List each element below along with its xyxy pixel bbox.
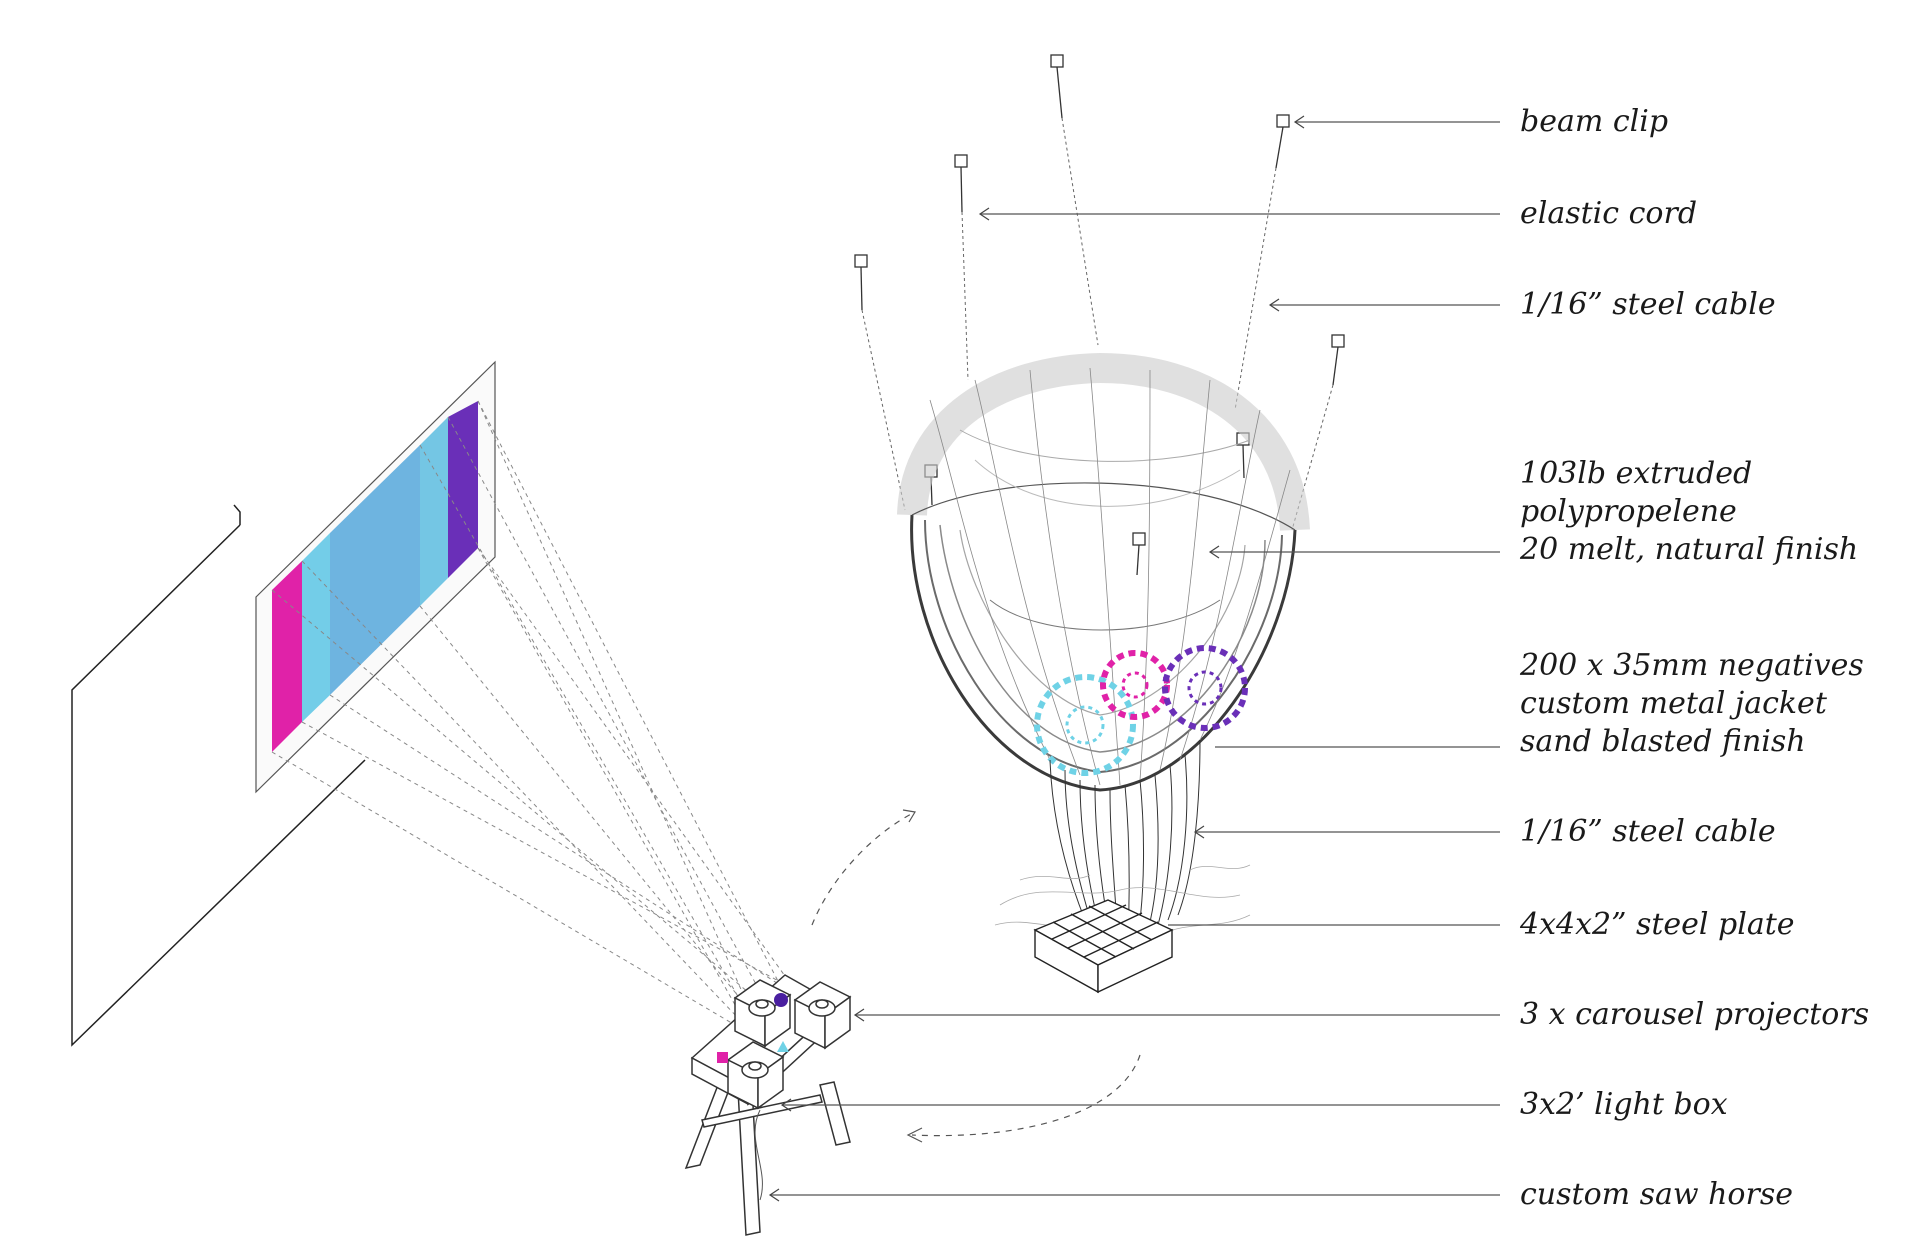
label-light-box: 3x2’ light box <box>1520 1087 1728 1122</box>
label-negatives-line3: sand blasted finish <box>1520 724 1806 759</box>
projected-image <box>272 401 478 752</box>
label-polypropylene-line2: polypropelene <box>1520 494 1737 529</box>
bowl-fibers <box>929 367 1291 786</box>
label-elastic-cord: elastic cord <box>1520 196 1698 231</box>
polypropylene-bowl <box>897 352 1310 792</box>
label-polypropylene: 103lb extruded polypropelene 20 melt, na… <box>1520 455 1858 569</box>
gallery-wall <box>71 504 366 1047</box>
rotation-arrowheads <box>902 809 923 1143</box>
leader-arrowheads <box>768 115 1305 1202</box>
negative-ring-centers <box>1065 670 1223 745</box>
label-steel-cable-bottom: 1/16” steel cable <box>1520 814 1776 849</box>
label-steel-cable-top: 1/16” steel cable <box>1520 287 1776 322</box>
negative-rings <box>1034 645 1248 776</box>
carousel-projector-3 <box>726 1041 785 1110</box>
leader-lines <box>770 121 1500 1196</box>
steel-plate <box>1033 899 1174 994</box>
label-negatives: 200 x 35mm negatives custom metal jacket… <box>1520 647 1864 761</box>
carousel-projector-2 <box>793 981 852 1050</box>
projector-color-markers <box>717 993 789 1063</box>
label-steel-plate: 4x4x2” steel plate <box>1520 907 1795 942</box>
label-projectors: 3 x carousel projectors <box>1520 997 1870 1032</box>
label-polypropylene-line3: 20 melt, natural finish <box>1520 532 1859 567</box>
rotation-arrows <box>811 811 1141 1137</box>
label-negatives-line1: 200 x 35mm negatives <box>1520 648 1864 683</box>
label-saw-horse: custom saw horse <box>1520 1177 1793 1212</box>
projection-rays <box>271 400 796 1036</box>
suspension-cables <box>861 117 1334 531</box>
label-polypropylene-line1: 103lb extruded <box>1520 456 1753 491</box>
label-beam-clip: beam clip <box>1520 104 1669 139</box>
label-negatives-line2: custom metal jacket <box>1520 686 1827 721</box>
